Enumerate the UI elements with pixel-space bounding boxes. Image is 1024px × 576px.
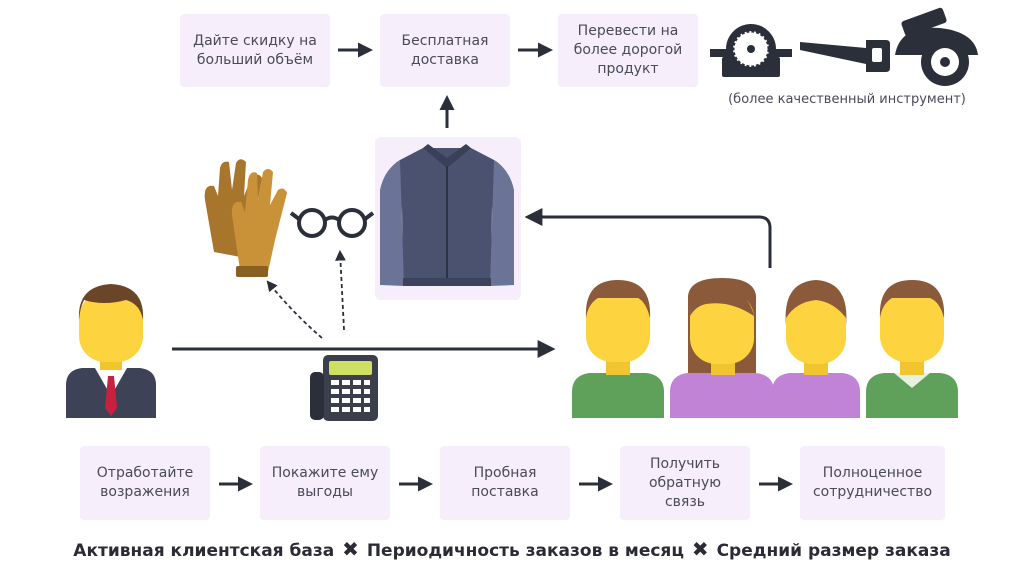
circular-saw-icon [710, 24, 792, 77]
seller-avatar [66, 284, 156, 418]
customer-3-avatar [772, 280, 860, 418]
formula-term-client-base: Активная клиентская база [73, 541, 335, 561]
tools-caption: (более качественный инструмент) [728, 92, 966, 107]
step-objections-label: Отработайте возражения [96, 465, 194, 500]
multiply-icon: ✖ [691, 537, 709, 561]
step-benefits-box: Покажите ему выгоды [260, 446, 390, 520]
step-trial-label: Пробная поставка [471, 465, 539, 500]
step-discount-label: Дайте скидку на больший объём [193, 32, 317, 68]
gloves-icon [204, 159, 287, 277]
dashed-arrow-glasses [335, 249, 346, 331]
jacket-icon [380, 144, 514, 286]
step-feedback-box: Получить обратную связь [620, 446, 750, 520]
customer-1-avatar [572, 280, 664, 418]
step-cooperation-label: Полноценное сотрудничество [812, 465, 933, 500]
step-cooperation-box: Полноценное сотрудничество [800, 446, 945, 520]
step-objections-box: Отработайте возражения [80, 446, 210, 520]
step-benefits-label: Покажите ему выгоды [271, 465, 379, 500]
step-trial-box: Пробная поставка [440, 446, 570, 520]
step-upsell-box: Перевести на более дорогой продукт [558, 14, 698, 87]
step-feedback-label: Получить обратную связь [648, 455, 722, 510]
glasses-icon [289, 208, 375, 238]
dashed-arrow-gloves [266, 280, 323, 339]
multiply-icon: ✖ [342, 537, 359, 561]
formula-term-frequency: Периодичность заказов в месяц [366, 541, 684, 561]
telephone-icon [310, 355, 378, 421]
customer-2-avatar [670, 278, 774, 418]
step-free-delivery-label: Бесплатная доставка [401, 32, 489, 68]
formula-term-order-size: Средний размер заказа [716, 541, 951, 561]
arrow-clients-to-jacket [524, 208, 772, 268]
angle-grinder-icon [895, 7, 978, 86]
hand-saw-icon [800, 40, 890, 72]
step-discount-box: Дайте скидку на больший объём [180, 14, 330, 87]
step-free-delivery-box: Бесплатная доставка [380, 14, 510, 87]
customer-4-avatar [866, 280, 958, 418]
revenue-formula: Активная клиентская база ✖ Периодичность… [0, 537, 1024, 561]
step-upsell-label: Перевести на более дорогой продукт [573, 23, 683, 77]
